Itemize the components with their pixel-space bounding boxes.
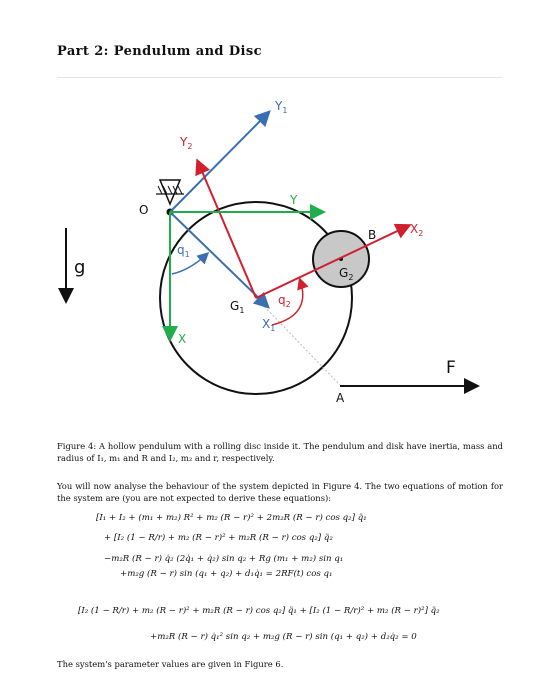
x1-axis-arrow (169, 211, 270, 309)
equation-1-line-3: −m₂R (R − r) q̇₂ (2q̇₁ + q̇₂) sin q₂ + R… (104, 554, 344, 564)
figure-caption: Figure 4: A hollow pendulum with a rolli… (57, 441, 503, 463)
pendulum-figure: Y1 Y2 Y X2 X1 X O g q1 q2 G1 G2 B A F (58, 99, 480, 405)
y2-axis-arrow (195, 158, 257, 299)
label-x2: X2 (410, 222, 423, 238)
q1-angle-arc (171, 251, 210, 275)
label-g1: G1 (230, 299, 244, 315)
intro-paragraph: You will now analyse the behaviour of th… (57, 481, 503, 503)
contact-line (255, 297, 341, 386)
pendulum-ring (159, 201, 353, 395)
final-paragraph: The system's parameter values are given … (57, 659, 284, 669)
label-o: O (139, 203, 148, 217)
label-a: A (336, 391, 345, 405)
equation-2-line-1: [I₂ (1 − R/r) + m₂ (R − r)² + m₂R (R − r… (78, 606, 440, 616)
label-g2: G2 (339, 266, 353, 282)
label-y: Y (289, 193, 298, 207)
label-x1: X1 (262, 317, 275, 333)
label-f: F (446, 358, 456, 378)
label-x: X (178, 332, 186, 346)
x2-axis-arrow (255, 223, 412, 299)
label-q1: q1 (177, 243, 190, 259)
label-g: g (74, 257, 85, 278)
equation-1-line-2: + [I₂ (1 − R/r) + m₂ (R − r)² + m₂R (R −… (104, 533, 333, 543)
q2-angle-arc (271, 277, 309, 326)
label-b: B (368, 228, 376, 242)
label-y1: Y1 (274, 99, 287, 115)
y1-axis-arrow (169, 110, 271, 213)
equation-1-line-1: [I₁ + I₂ + (m₁ + m₂) R² + m₂ (R − r)² + … (96, 513, 367, 523)
label-q2: q2 (278, 293, 291, 309)
equation-2-line-2: +m₂R (R − r) q̇₁² sin q₂ + m₂g (R − r) s… (150, 632, 417, 642)
label-y2: Y2 (179, 135, 192, 151)
section-divider (57, 77, 502, 78)
equation-1-line-4: +m₂g (R − r) sin (q₁ + q₂) + d₁q̇₁ = 2RF… (120, 569, 333, 579)
section-title: Part 2: Pendulum and Disc (57, 44, 262, 59)
pivot-support (156, 179, 184, 216)
